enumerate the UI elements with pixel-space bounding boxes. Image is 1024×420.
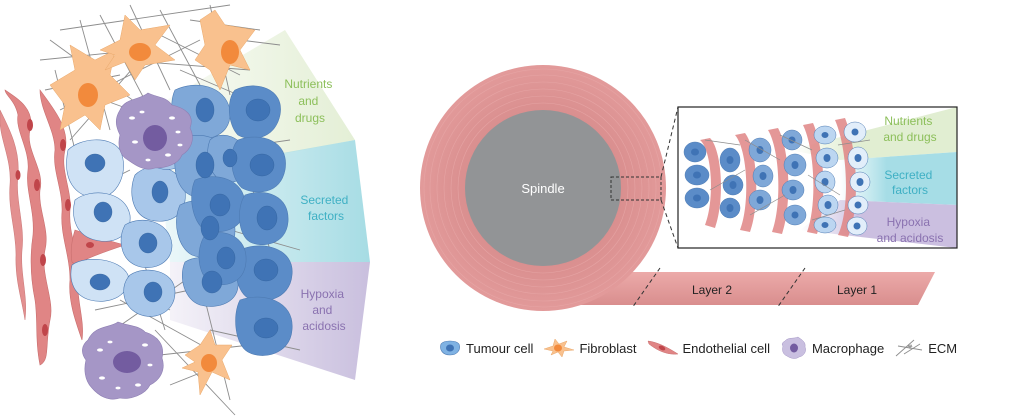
- band-label-nutrients: Nutrients and drugs: [284, 77, 335, 125]
- macrophage-icon: [781, 336, 806, 359]
- layer-1-label: Layer 1: [837, 283, 877, 297]
- macrophages: [82, 92, 193, 400]
- inset-band-nutrients: [790, 107, 957, 160]
- layer-divider-1: [631, 267, 661, 309]
- fibroblast-nuclei: [78, 40, 239, 372]
- zoom-selection: [610, 176, 662, 201]
- inset-band-secreted: [840, 152, 957, 205]
- inset-label-nutrients: Nutrients and drugs: [883, 114, 936, 144]
- band-label-secreted: Secreted factors: [300, 193, 351, 223]
- legend-item-endothelial-cell: Endothelial cell: [647, 338, 770, 358]
- inset-label-secreted: Secreted factors: [884, 168, 935, 197]
- layer-divider-2: [776, 267, 806, 309]
- right-panel: Layer 2 Layer 1 Spindle: [420, 65, 958, 311]
- inset-label-hypoxia: Hypoxia and acidosis: [877, 215, 944, 245]
- legend-item-tumour-cell: Tumour cell: [438, 339, 533, 357]
- inset-panel: Nutrients and drugs Secreted factors Hyp…: [677, 106, 958, 249]
- legend-item-ecm: ECM: [894, 338, 957, 358]
- fibroblast-icon: [543, 338, 575, 358]
- left-panel: Nutrients and drugs Secreted factors Hyp…: [0, 4, 370, 416]
- ecm-icon: [895, 339, 923, 357]
- legend: Tumour cell Fibroblast Endothelial cell …: [438, 335, 967, 361]
- unrolled-layer-strip: [530, 272, 935, 305]
- band-label-hypoxia: Hypoxia and acidosis: [301, 287, 348, 333]
- legend-item-fibroblast: Fibroblast: [543, 338, 637, 358]
- spindle: [465, 110, 621, 266]
- tumour-cell-icon: [440, 340, 460, 356]
- endothelial-cell-icon: [647, 340, 679, 355]
- tumour-nuclei: [84, 97, 279, 339]
- spindle-label: Spindle: [521, 181, 564, 196]
- layer-2-label: Layer 2: [692, 283, 732, 297]
- legend-item-macrophage: Macrophage: [780, 336, 884, 360]
